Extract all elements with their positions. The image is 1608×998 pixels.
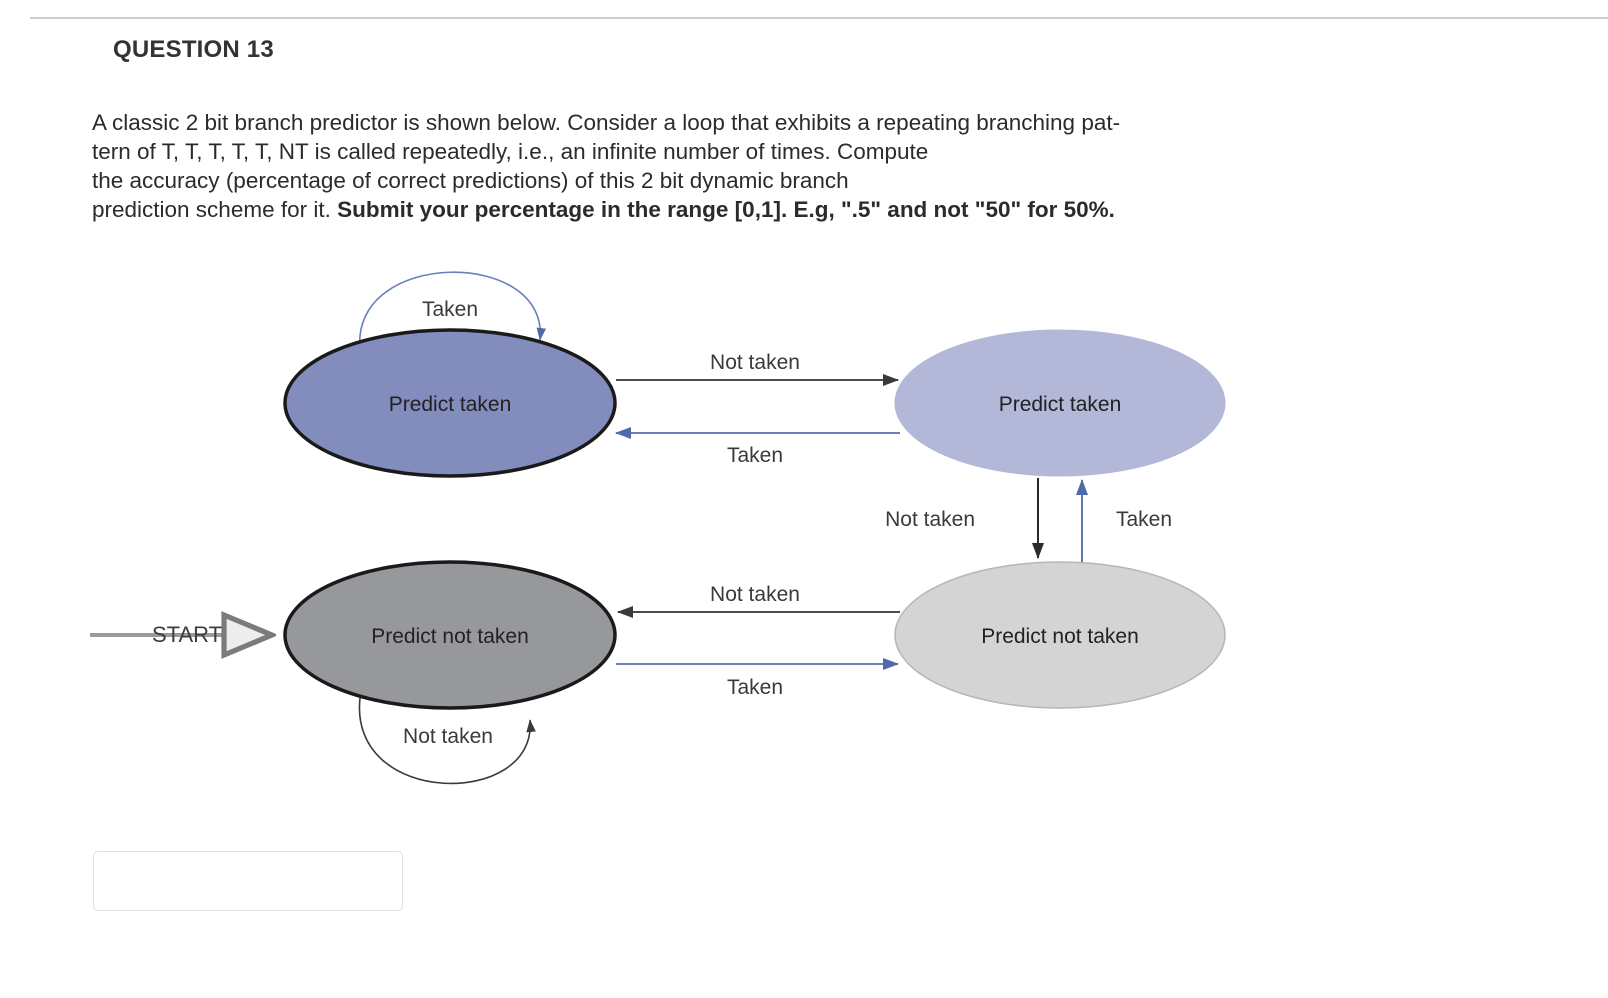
start-marker: START [90, 622, 268, 647]
question-body-line-3: the accuracy (percentage of correct pred… [92, 168, 849, 193]
strongly-not-taken-ellipse [283, 560, 617, 710]
question-body-line-4: prediction scheme for it. [92, 197, 338, 222]
top-divider [30, 17, 1608, 19]
edge-label-strongly-taken-self: Taken [422, 298, 478, 321]
edge-label-strongly-not-taken-self: Not taken [403, 725, 493, 748]
weakly-taken-ellipse [894, 329, 1226, 477]
state-node-weakly-taken: Predict taken [894, 329, 1226, 477]
question-body-bold-instruction: Submit your percentage in the range [0,1… [337, 197, 1115, 222]
edge-label-taken-vertical: Taken [1116, 508, 1172, 531]
edge-weakly-taken-to-weakly-not-taken: Not taken [885, 478, 1044, 559]
strongly-not-taken-label: Predict not taken [371, 625, 529, 648]
edge-strongly-not-taken-to-weakly-not-taken: Taken [616, 658, 899, 699]
question-body-line-2: tern of T, T, T, T, T, NT is called repe… [92, 139, 929, 164]
answer-input[interactable] [93, 851, 403, 911]
edge-strongly-taken-to-weakly-taken: Not taken [616, 351, 899, 386]
strongly-taken-label: Predict taken [389, 393, 512, 416]
branch-predictor-state-diagram: START Taken Not taken Taken Not taken Ta… [60, 228, 1290, 808]
edge-label-taken-top: Taken [727, 444, 783, 467]
weakly-not-taken-label: Predict not taken [981, 625, 1139, 648]
edge-weakly-not-taken-to-weakly-taken: Taken [1076, 479, 1172, 562]
edge-label-not-taken-vertical: Not taken [885, 508, 975, 531]
self-loop-not-taken-path [358, 697, 536, 785]
edge-strongly-not-taken-self-loop: Not taken [358, 697, 536, 785]
edge-label-taken-bottom: Taken [727, 676, 783, 699]
start-label: START [152, 622, 222, 647]
strongly-taken-ellipse [283, 328, 617, 478]
question-body: A classic 2 bit branch predictor is show… [92, 108, 1392, 224]
self-loop-taken-path [359, 271, 547, 351]
state-node-strongly-taken: Predict taken [283, 328, 617, 478]
edge-weakly-taken-to-strongly-taken: Taken [615, 427, 900, 467]
edge-label-not-taken-bottom: Not taken [710, 583, 800, 606]
edge-label-not-taken-top: Not taken [710, 351, 800, 374]
edge-weakly-not-taken-to-strongly-not-taken: Not taken [617, 583, 900, 618]
weakly-not-taken-ellipse [894, 561, 1226, 709]
question-body-line-1: A classic 2 bit branch predictor is show… [92, 110, 1121, 135]
weakly-taken-label: Predict taken [999, 393, 1122, 416]
page-title: QUESTION 13 [113, 36, 274, 63]
state-node-strongly-not-taken: Predict not taken [283, 560, 617, 710]
edge-strongly-taken-self-loop: Taken [359, 271, 547, 351]
state-node-weakly-not-taken: Predict not taken [894, 561, 1226, 709]
